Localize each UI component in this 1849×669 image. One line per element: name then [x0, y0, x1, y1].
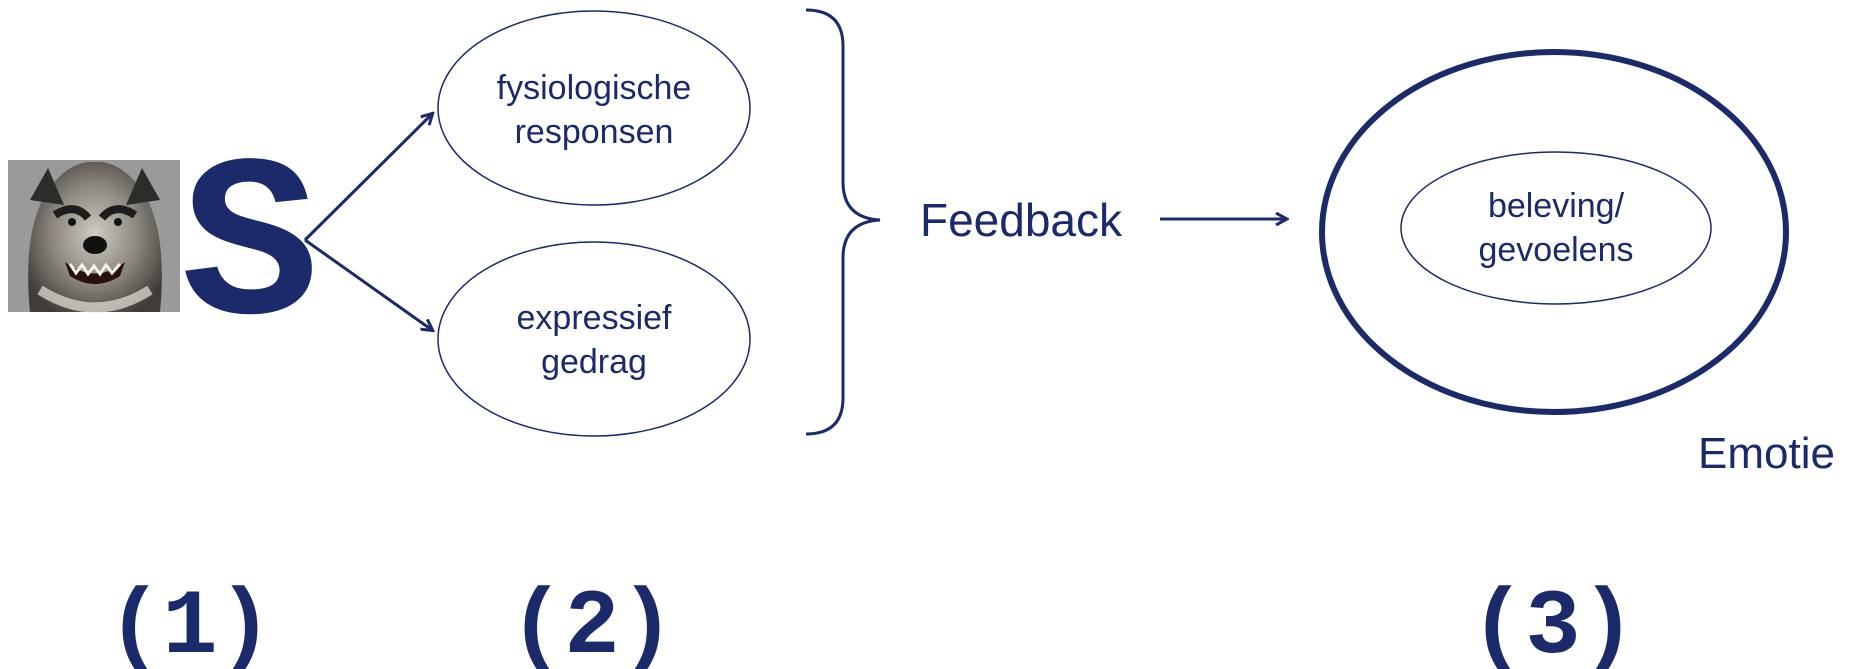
stage-two-label: (2): [509, 575, 675, 669]
emotion-outer-ellipse: [1319, 49, 1789, 415]
physiological-line1: fysiologische: [497, 69, 692, 107]
physiological-line2: responsen: [515, 113, 674, 151]
expressive-line2: gedrag: [541, 343, 647, 381]
emotion-label: Emotie: [1698, 429, 1835, 478]
experience-line1: beleving/: [1488, 187, 1625, 225]
curly-brace: [805, 8, 881, 436]
stage-one-label: (1): [107, 575, 273, 669]
arrow-to-physiological: [303, 114, 432, 242]
experience-line2: gevoelens: [1478, 231, 1633, 269]
arrow-to-expressive: [304, 238, 432, 330]
feedback-label: Feedback: [920, 194, 1123, 246]
physiological-responses-node: fysiologische responsen: [437, 10, 751, 206]
stage-three-label: (3): [1470, 575, 1636, 669]
stimulus-letter: S: [181, 122, 319, 382]
experience-feelings-node: beleving/ gevoelens: [1400, 151, 1712, 305]
expressive-line1: expressief: [517, 299, 673, 337]
expressive-behaviour-node: expressief gedrag: [437, 241, 751, 437]
angry-dog-icon: [8, 160, 180, 313]
